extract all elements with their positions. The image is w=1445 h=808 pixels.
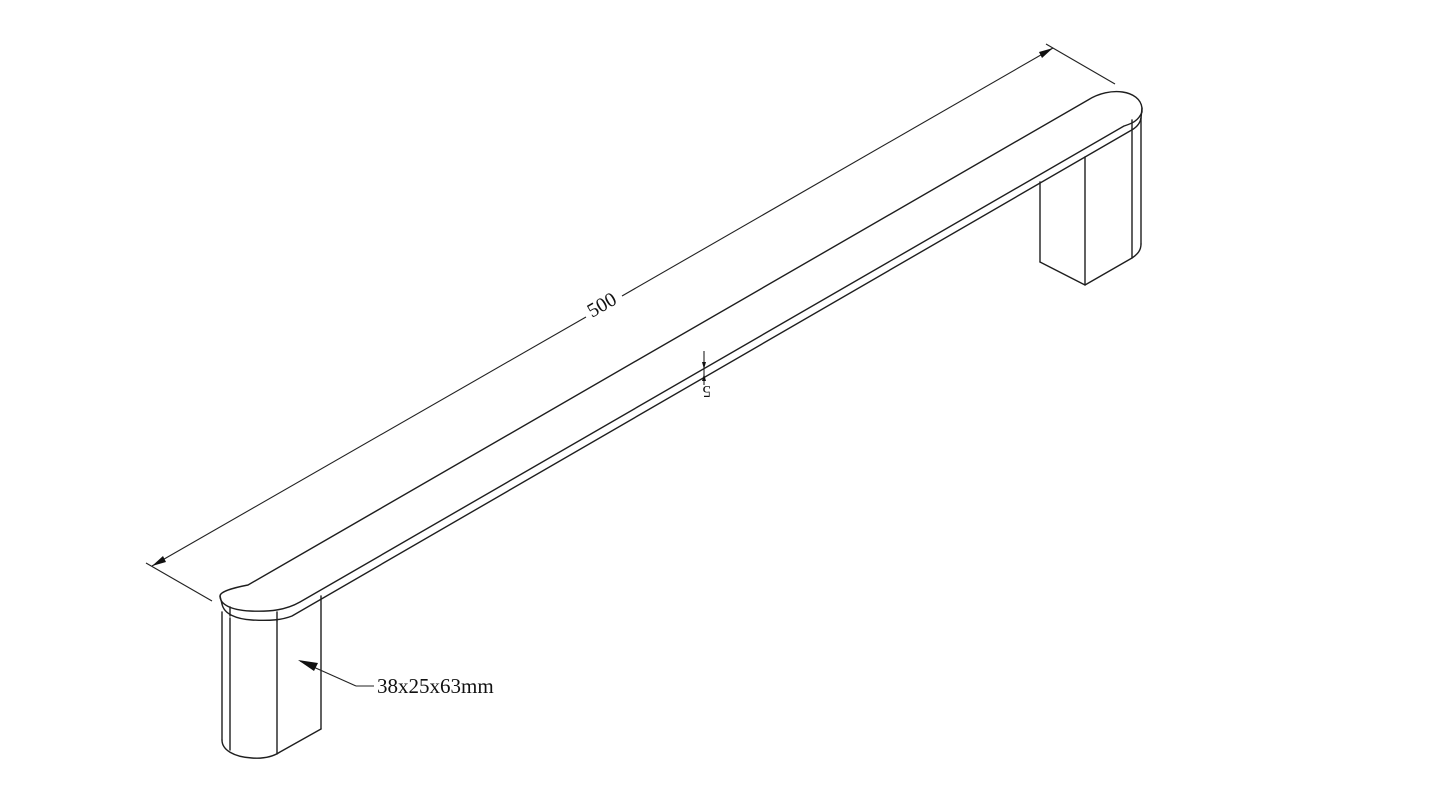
left-foot bbox=[221, 595, 322, 759]
left-foot-bottom bbox=[221, 728, 322, 759]
dimension-line-upper bbox=[621, 47, 1054, 297]
bar-top-face bbox=[219, 90, 1143, 612]
length-dimension: 500 bbox=[145, 43, 1116, 602]
bar-plate-left-side bbox=[219, 595, 223, 605]
dimension-line-lower bbox=[151, 316, 587, 567]
thickness-label: 5 bbox=[703, 382, 712, 401]
thickness-dimension: 5 bbox=[702, 351, 711, 401]
callout-arrowhead bbox=[298, 660, 318, 671]
extension-line-right bbox=[1045, 43, 1116, 85]
arrowhead-right bbox=[1039, 48, 1053, 58]
arrowhead-left bbox=[152, 556, 166, 566]
length-label: 500 bbox=[584, 288, 621, 322]
bar-handle bbox=[219, 90, 1143, 622]
thickness-arrow-bottom bbox=[702, 374, 706, 381]
bar-plate-right-side bbox=[1140, 107, 1143, 119]
thickness-arrow-top bbox=[702, 362, 706, 369]
extension-line-left bbox=[145, 562, 213, 602]
right-foot-bottom bbox=[1039, 243, 1142, 286]
right-foot bbox=[1039, 117, 1142, 286]
bar-plate-lower-edge bbox=[221, 117, 1142, 622]
foot-size-label: 38x25x63mm bbox=[377, 674, 494, 698]
foot-callout: 38x25x63mm bbox=[298, 660, 494, 698]
